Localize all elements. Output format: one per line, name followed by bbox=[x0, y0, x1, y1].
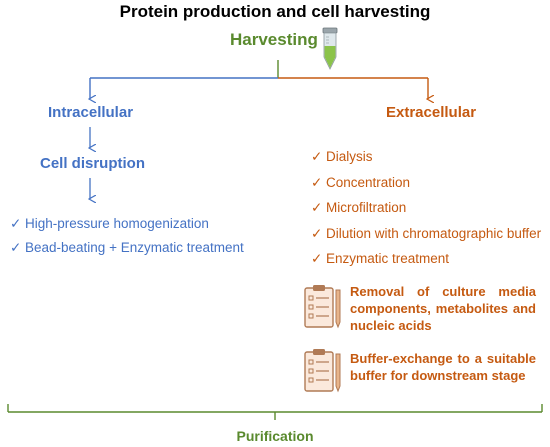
extracellular-methods-list: ✓Dialysis ✓Concentration ✓Microfiltratio… bbox=[311, 144, 541, 272]
intracellular-heading: Intracellular bbox=[48, 104, 134, 121]
list-item: ✓Microfiltration bbox=[311, 195, 541, 221]
list-item: ✓High-pressure homogenization bbox=[10, 212, 244, 236]
harvesting-label: Harvesting bbox=[230, 30, 318, 49]
clipboard-checklist-icon bbox=[304, 349, 341, 393]
cell-disruption-heading: Cell disruption bbox=[40, 155, 145, 172]
purification-label: Purification bbox=[236, 428, 314, 444]
extracellular-note-buffer-exchange: Buffer-exchange to a suitable buffer for… bbox=[350, 351, 536, 383]
list-item: ✓Bead-beating + Enzymatic treatment bbox=[10, 236, 244, 260]
list-item: ✓Dialysis bbox=[311, 144, 541, 170]
extracellular-heading: Extracellular bbox=[386, 104, 477, 121]
check-icon: ✓ bbox=[10, 216, 22, 231]
centrifuge-tube-icon bbox=[322, 27, 338, 70]
check-icon: ✓ bbox=[311, 174, 323, 190]
list-item: ✓Dilution with chromatographic buffer bbox=[311, 221, 541, 247]
check-icon: ✓ bbox=[10, 240, 22, 255]
check-icon: ✓ bbox=[311, 149, 323, 164]
extracellular-note-removal: Removal of culture media components, met… bbox=[350, 284, 536, 333]
list-item: ✓Enzymatic treatment bbox=[311, 246, 541, 272]
check-icon: ✓ bbox=[311, 200, 323, 215]
clipboard-checklist-icon bbox=[304, 285, 341, 329]
intracellular-methods-list: ✓High-pressure homogenization ✓Bead-beat… bbox=[10, 212, 244, 260]
check-icon: ✓ bbox=[311, 251, 323, 266]
page-title: Protein production and cell harvesting bbox=[119, 2, 431, 21]
check-icon: ✓ bbox=[311, 225, 323, 241]
list-item: ✓Concentration bbox=[311, 170, 541, 196]
